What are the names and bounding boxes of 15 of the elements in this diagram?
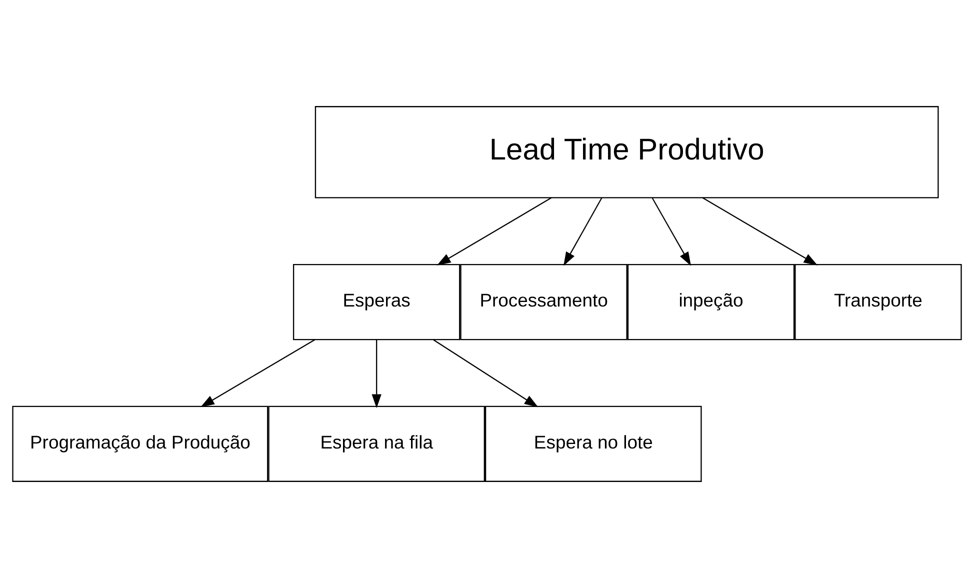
arrow	[200, 339, 316, 408]
arrow	[372, 340, 382, 408]
node-box: Programação da Produção	[12, 406, 268, 482]
node-box: Espera na fila	[268, 406, 485, 482]
arrow	[436, 197, 552, 266]
arrow	[702, 197, 818, 266]
node-box: Espera no lote	[484, 406, 702, 482]
arrow	[564, 198, 602, 266]
arrow	[433, 339, 538, 408]
node-box: Transporte	[794, 264, 962, 340]
node-box: inpeção	[627, 264, 795, 340]
node-box: Processamento	[460, 264, 628, 340]
node-box: Esperas	[292, 264, 460, 340]
arrow	[652, 198, 691, 266]
node-box: Lead Time Produtivo	[314, 106, 939, 198]
